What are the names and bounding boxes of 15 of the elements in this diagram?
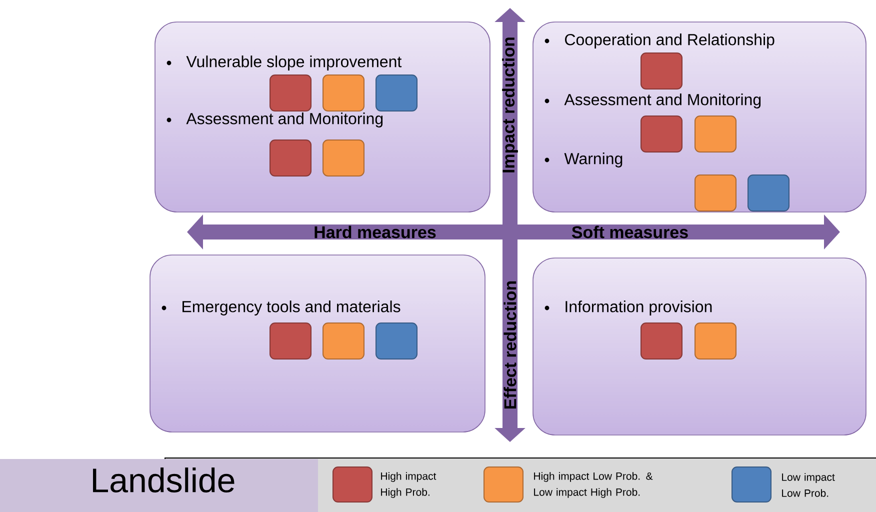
axis-label: Hard measures bbox=[314, 226, 436, 238]
title: Landslide bbox=[93, 468, 234, 492]
legend-text: High impact Low Prob. & Low impact High Prob. bbox=[534, 472, 653, 498]
bullet-item: Assessment and Monitoring bbox=[544, 94, 761, 108]
bullet-item: Information provision bbox=[544, 300, 712, 316]
axis-label: Soft measures bbox=[572, 226, 688, 238]
bullet-item: Emergency tools and materials bbox=[162, 300, 400, 316]
legend-text: High impact High Prob. bbox=[381, 472, 436, 498]
bullet-item: Warning bbox=[544, 152, 622, 168]
axis-label: Impact reduction bbox=[502, 38, 518, 172]
legend-text: Low impact Low Prob. bbox=[782, 473, 835, 497]
axis-label: Effect reduction bbox=[504, 281, 516, 409]
bullet-item: Cooperation and Relationship bbox=[544, 34, 774, 48]
bullet-item: Vulnerable slope improvement bbox=[166, 56, 402, 70]
bullet-item: Assessment and Monitoring bbox=[166, 112, 383, 128]
